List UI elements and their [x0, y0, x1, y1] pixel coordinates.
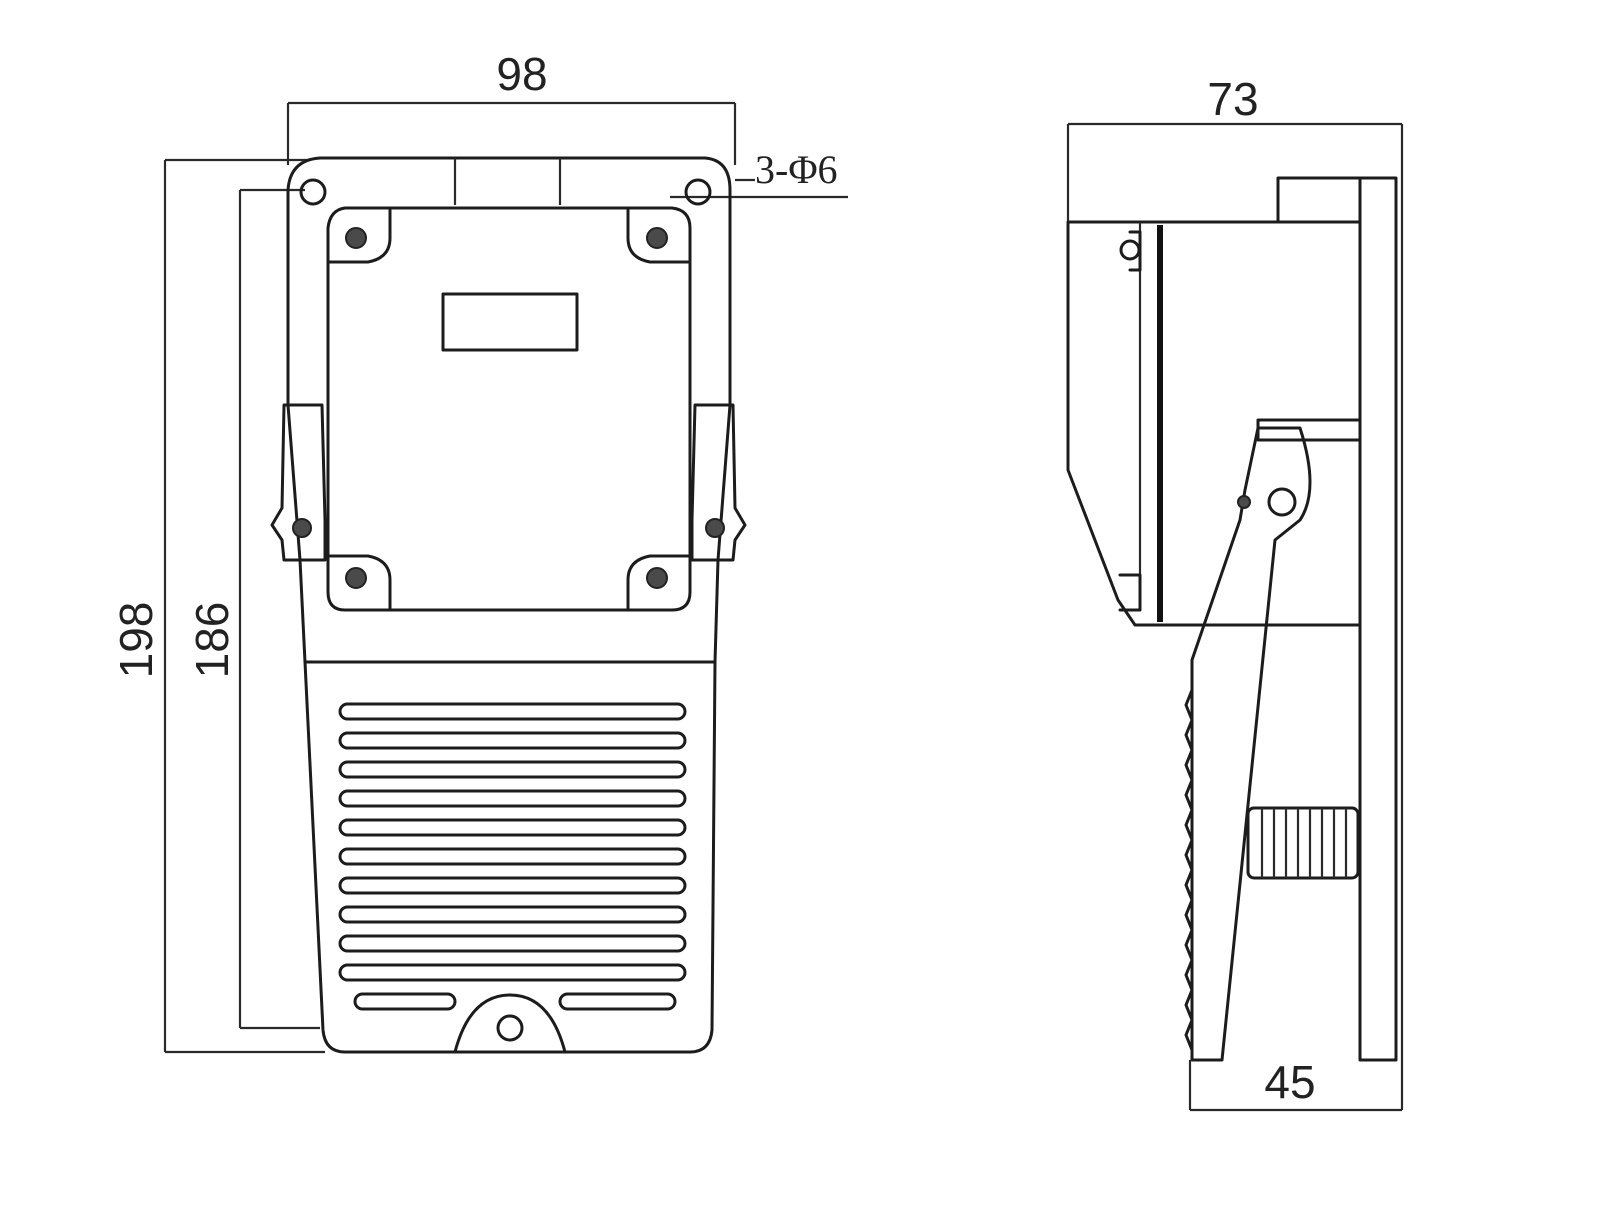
dimension-depth-label: 73 — [1207, 73, 1258, 125]
front-view: 98 3-Φ6 198 186 — [110, 48, 848, 1054]
hinge-left — [270, 403, 327, 562]
cover-screw-side — [1119, 239, 1141, 261]
dimension-height-outer-label: 198 — [110, 602, 162, 679]
screw-icon — [646, 227, 668, 249]
return-spring — [1246, 806, 1360, 880]
hinge-pin-icon — [705, 518, 725, 538]
dimension-width-label: 98 — [496, 48, 547, 100]
dimension-height-inner: 186 — [186, 188, 320, 1030]
dimension-depth: 73 — [1066, 73, 1404, 1110]
hole-callout-label: 3-Φ6 — [755, 147, 838, 192]
hinge-right — [690, 403, 747, 562]
pedal-grip-edge — [1184, 688, 1194, 1052]
screw-icon — [345, 227, 367, 249]
top-lug — [1276, 176, 1362, 224]
pedal-grip-ribs — [338, 702, 687, 1011]
hole-callout: 3-Φ6 — [670, 147, 848, 199]
screw-icon — [345, 567, 367, 589]
mount-hole-top-right — [684, 178, 712, 206]
switch-body — [1066, 220, 1362, 627]
back-plate — [1358, 176, 1398, 1062]
pedal-hole — [496, 1014, 524, 1042]
hinge-pin-icon — [292, 518, 312, 538]
pivot-pin — [1267, 487, 1297, 517]
pedal-lever — [1190, 426, 1312, 1062]
dimension-height-outer: 198 — [110, 158, 325, 1054]
side-view: 73 45 — [1066, 73, 1404, 1112]
screw-icon — [646, 567, 668, 589]
dimension-width: 98 — [286, 48, 737, 165]
dimension-base: 45 — [1188, 1056, 1402, 1112]
dimension-height-inner-label: 186 — [186, 602, 238, 679]
pedal — [303, 660, 717, 1054]
pivot-pin-icon — [1237, 495, 1251, 509]
dimension-base-label: 45 — [1264, 1056, 1315, 1108]
mount-hole-top-left — [299, 178, 327, 206]
switch-cover — [326, 206, 692, 612]
label-plate — [441, 292, 579, 352]
